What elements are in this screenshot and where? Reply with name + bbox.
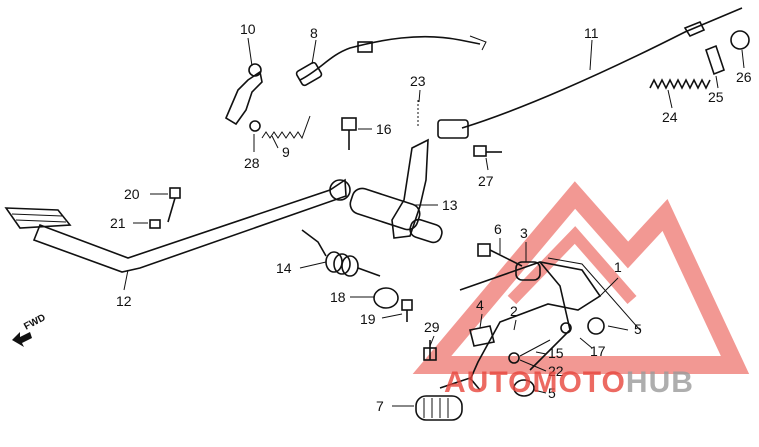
label-10: 10 bbox=[240, 21, 256, 37]
part-footpeg-7 bbox=[415, 377, 481, 421]
part-bolt-19 bbox=[401, 299, 413, 322]
part-nut-21 bbox=[149, 219, 161, 229]
part-bolt-20 bbox=[167, 187, 181, 223]
label-28: 28 bbox=[244, 155, 260, 171]
part-cable bbox=[437, 7, 743, 139]
watermark-part-auto: AUTO bbox=[444, 366, 532, 399]
label-20: 20 bbox=[124, 186, 140, 202]
label-29: 29 bbox=[424, 319, 440, 335]
label-15: 15 bbox=[548, 345, 564, 361]
part-bolt-29 bbox=[423, 340, 437, 361]
label-6: 6 bbox=[494, 221, 502, 237]
label-17: 17 bbox=[590, 343, 606, 359]
label-27: 27 bbox=[478, 173, 494, 189]
part-spring-24 bbox=[649, 78, 711, 90]
part-spring-14 bbox=[301, 229, 381, 277]
part-pin-15 bbox=[519, 339, 551, 357]
label-1: 1 bbox=[614, 259, 622, 275]
leader-lines bbox=[123, 37, 745, 407]
part-pedal bbox=[4, 178, 351, 273]
label-23: 23 bbox=[410, 73, 426, 89]
fwd-label: FWD bbox=[22, 312, 47, 332]
label-12: 12 bbox=[116, 293, 132, 309]
part-25 bbox=[705, 44, 725, 76]
part-bracket-assembly bbox=[459, 257, 641, 381]
watermark-logo bbox=[412, 181, 750, 374]
label-18: 18 bbox=[330, 289, 346, 305]
fwd-arrow: FWD bbox=[12, 312, 48, 347]
label-24: 24 bbox=[662, 109, 678, 125]
label-14: 14 bbox=[276, 260, 292, 276]
watermark-part-moto: MOTO bbox=[532, 366, 625, 399]
part-bracket bbox=[224, 63, 263, 132]
label-7: 7 bbox=[376, 398, 384, 414]
part-bolt-27 bbox=[473, 145, 502, 157]
label-5-lower: 5 bbox=[548, 385, 556, 401]
label-16: 16 bbox=[376, 121, 392, 137]
label-22: 22 bbox=[548, 363, 564, 379]
part-cap-26 bbox=[730, 30, 750, 50]
label-21: 21 bbox=[110, 215, 126, 231]
label-11: 11 bbox=[584, 25, 599, 41]
part-switch-wire bbox=[295, 35, 487, 87]
label-2: 2 bbox=[510, 303, 518, 319]
part-shaft-arm bbox=[349, 138, 443, 244]
part-spring-9 bbox=[261, 115, 311, 140]
part-clip-22 bbox=[508, 352, 520, 364]
label-4: 4 bbox=[476, 297, 484, 313]
label-25: 25 bbox=[708, 89, 724, 105]
part-4 bbox=[469, 325, 495, 347]
part-5-lower bbox=[513, 379, 535, 397]
label-9: 9 bbox=[282, 144, 290, 160]
label-19: 19 bbox=[360, 311, 376, 327]
label-26: 26 bbox=[736, 69, 752, 85]
label-3: 3 bbox=[520, 225, 528, 241]
watermark-text: AUTOMOTOHUB bbox=[444, 366, 694, 399]
watermark-part-hub: HUB bbox=[626, 366, 694, 399]
label-8: 8 bbox=[310, 25, 318, 41]
part-bolt-16 bbox=[341, 117, 357, 150]
part-bolt-6 bbox=[477, 243, 523, 267]
label-5-upper: 5 bbox=[634, 321, 642, 337]
label-13: 13 bbox=[442, 197, 458, 213]
part-labels: 10 8 11 23 16 28 9 27 13 20 21 12 14 18 … bbox=[110, 21, 752, 414]
part-washer-18 bbox=[373, 287, 399, 309]
